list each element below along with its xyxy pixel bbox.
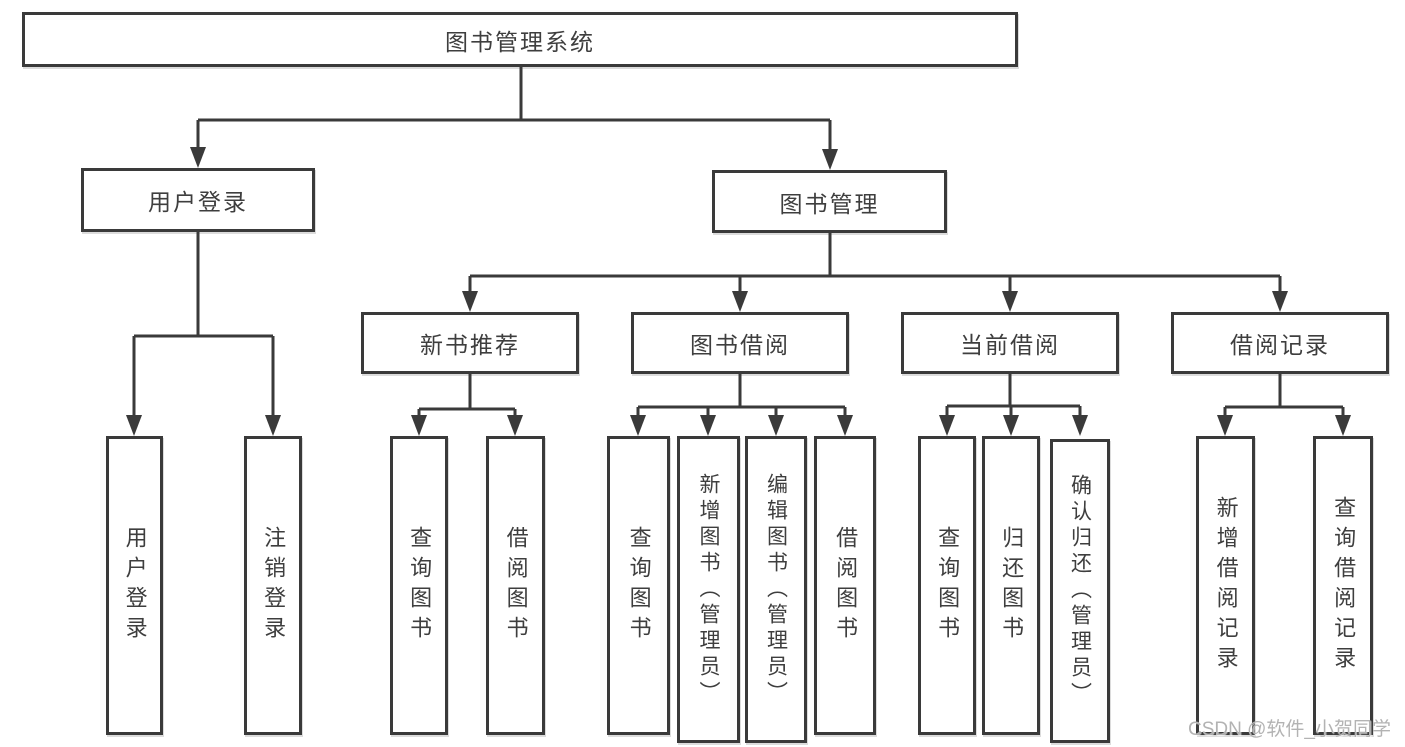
node-new-book-recommendation: 新书推荐 xyxy=(361,312,579,374)
node-borrowing-records: 借阅记录 xyxy=(1171,312,1389,374)
leaf-user-login: 用户登录 xyxy=(106,436,163,735)
node-label: 新书推荐 xyxy=(420,332,520,358)
leaf-return-books: 归还图书 xyxy=(982,436,1040,735)
node-label: 图书借阅 xyxy=(690,332,790,358)
node-label: 确认归还（管理员） xyxy=(1068,474,1092,708)
node-book-borrowing: 图书借阅 xyxy=(631,312,849,374)
node-label: 当前借阅 xyxy=(960,332,1060,358)
node-label: 查询借阅记录 xyxy=(1331,495,1357,676)
node-library-management-system: 图书管理系统 xyxy=(22,12,1018,67)
leaf-borrow-books-recommend: 借阅图书 xyxy=(486,436,545,735)
leaf-query-books-current: 查询图书 xyxy=(918,436,976,735)
node-label: 查询图书 xyxy=(626,525,652,646)
node-label: 用户登录 xyxy=(148,189,248,215)
node-user-login: 用户登录 xyxy=(81,168,315,232)
tree-edges xyxy=(132,67,1345,418)
csdn-watermark: CSDN @软件_小贺同学 xyxy=(1188,719,1391,740)
leaf-add-borrow-record: 新增借阅记录 xyxy=(1196,436,1255,735)
leaf-confirm-return-admin: 确认归还（管理员） xyxy=(1050,439,1110,743)
leaf-borrow-books: 借阅图书 xyxy=(814,436,876,735)
leaf-query-books-borrow: 查询图书 xyxy=(607,436,670,735)
node-label: 用户登录 xyxy=(122,525,148,646)
node-label: 查询图书 xyxy=(935,525,961,646)
node-label: 借阅图书 xyxy=(503,525,529,646)
node-label: 编辑图书（管理员） xyxy=(764,472,788,707)
leaf-add-book-admin: 新增图书（管理员） xyxy=(677,436,740,743)
node-label: 借阅记录 xyxy=(1230,332,1330,358)
arrow-down-icons xyxy=(126,147,1351,436)
node-label: 图书管理 xyxy=(779,190,880,217)
leaf-query-books-recommend: 查询图书 xyxy=(390,436,448,735)
leaf-logout: 注销登录 xyxy=(244,436,302,735)
leaf-edit-book-admin: 编辑图书（管理员） xyxy=(745,436,807,743)
node-label: 归还图书 xyxy=(999,525,1025,646)
node-label: 注销登录 xyxy=(261,525,287,646)
node-label: 新增借阅记录 xyxy=(1213,495,1239,676)
node-label: 查询图书 xyxy=(407,525,433,646)
node-current-borrowing: 当前借阅 xyxy=(901,312,1119,374)
node-book-management: 图书管理 xyxy=(712,170,947,233)
leaf-query-borrow-record: 查询借阅记录 xyxy=(1313,436,1373,735)
node-label: 图书管理系统 xyxy=(445,28,595,55)
node-label: 借阅图书 xyxy=(833,525,859,646)
node-label: 新增图书（管理员） xyxy=(697,472,721,707)
